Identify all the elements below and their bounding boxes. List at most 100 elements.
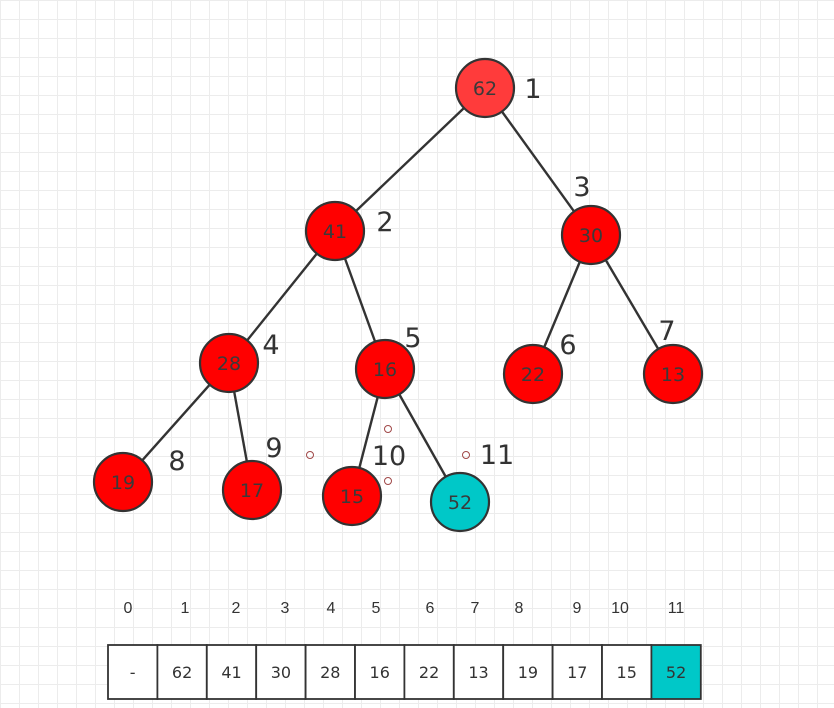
- node-value: 19: [111, 472, 135, 494]
- array-cell-4: 28: [304, 644, 356, 700]
- array-cell-2: 41: [205, 644, 258, 700]
- array-cell-9: 17: [551, 644, 603, 700]
- node-circle: [354, 338, 416, 400]
- node-circle: [321, 465, 383, 527]
- node-index-label: 1: [524, 74, 541, 105]
- array-index-label: 4: [327, 600, 336, 617]
- cell-box: [403, 644, 455, 700]
- node-index-label: 11: [480, 440, 514, 471]
- array-index-label: 8: [515, 600, 524, 617]
- node-circle: [502, 343, 564, 405]
- array-index-label: 10: [611, 600, 629, 617]
- heap-node-6[interactable]: 22 6: [502, 330, 577, 405]
- tree-edge-4-8: [141, 383, 211, 462]
- node-index-label: 4: [262, 330, 279, 361]
- node-index-label: 8: [168, 446, 185, 477]
- node-value: 41: [323, 221, 347, 243]
- array-index-label: 0: [124, 600, 133, 617]
- node-circle: [560, 204, 622, 266]
- heap-node-11[interactable]: 52 11: [429, 440, 514, 533]
- cell-value: -: [130, 663, 136, 682]
- array-index-label: 1: [181, 600, 190, 617]
- array-cell-0: -: [107, 644, 159, 700]
- array-cell-5: 16: [354, 644, 406, 700]
- array-cell-11: 52: [650, 644, 702, 700]
- cell-value: 62: [172, 663, 192, 682]
- node-index-label: 2: [376, 207, 393, 238]
- array-index-label: 9: [573, 600, 582, 617]
- cell-box: [452, 644, 505, 700]
- array-cell-8: 19: [502, 644, 554, 700]
- cell-value: 28: [320, 663, 340, 682]
- heap-node-5[interactable]: 165: [354, 323, 422, 400]
- heap-node-2[interactable]: 41 2: [304, 200, 394, 262]
- tree-edge-3-7: [604, 259, 660, 350]
- tree-edges: [141, 107, 660, 478]
- node-value: 17: [240, 480, 264, 502]
- array-index-label: 11: [668, 600, 685, 617]
- cell-value: 13: [468, 663, 488, 682]
- node-value: 62: [473, 78, 497, 100]
- array-index-row: 0 1 2 3 4 5 6 7 8 9 10 11: [124, 600, 685, 617]
- tree-edge-5-10: [358, 396, 379, 469]
- node-value: 28: [217, 353, 241, 375]
- heap-node-8[interactable]: 19 8: [92, 446, 186, 513]
- cell-box: [304, 644, 356, 700]
- cell-box: [255, 644, 307, 700]
- node-circle: [642, 343, 704, 405]
- heap-node-7[interactable]: 137: [642, 316, 704, 405]
- cell-box: [551, 644, 603, 700]
- heap-node-1[interactable]: 62 1: [454, 57, 542, 119]
- selection-handle-3[interactable]: [384, 477, 392, 485]
- cell-box: [601, 644, 653, 700]
- heap-node-9[interactable]: 179: [221, 433, 283, 521]
- cell-box: [650, 644, 702, 700]
- node-value: 16: [373, 359, 397, 381]
- array-cell-3: 30: [255, 644, 307, 700]
- heap-node-3[interactable]: 30 3: [560, 172, 622, 266]
- array-index-label: 5: [372, 600, 381, 617]
- node-index-label: 6: [559, 330, 576, 361]
- array-cell-10: 15: [601, 644, 653, 700]
- cell-value: 17: [567, 663, 587, 682]
- node-circle: [304, 200, 366, 262]
- selection-handle-2[interactable]: [384, 425, 392, 433]
- array-cell-1: 62: [156, 644, 208, 700]
- tree-edge-5-11: [398, 393, 447, 478]
- cell-value: 52: [666, 663, 686, 682]
- node-value: 52: [448, 492, 472, 514]
- node-value: 13: [661, 364, 685, 386]
- cell-value: 19: [518, 663, 538, 682]
- cell-value: 30: [271, 663, 291, 682]
- node-index-label: 9: [265, 433, 282, 464]
- array-index-label: 2: [232, 600, 241, 617]
- cell-value: 15: [617, 663, 637, 682]
- tree-edge-1-3: [500, 110, 576, 213]
- node-circle: [92, 451, 154, 513]
- node-circle: [198, 332, 260, 394]
- cell-value: 16: [370, 663, 390, 682]
- cell-box: [502, 644, 554, 700]
- array-index-label: 6: [426, 600, 435, 617]
- array-index-label: 3: [281, 600, 290, 617]
- selection-handle-4[interactable]: [462, 451, 470, 459]
- node-index-label: 3: [573, 172, 590, 203]
- tree-edge-3-6: [543, 261, 581, 348]
- array-index-label: 7: [471, 600, 480, 617]
- node-value: 22: [521, 364, 545, 386]
- selection-handle-1[interactable]: [306, 451, 314, 459]
- node-value: 30: [579, 225, 603, 247]
- node-circle: [454, 57, 516, 119]
- cell-value: 22: [419, 663, 439, 682]
- heap-array: - 62 41 30 28 16 22 13 19 17 15 52: [107, 644, 702, 700]
- array-cell-7: 13: [452, 644, 505, 700]
- selection-handles: [306, 425, 470, 485]
- tree-edge-2-4: [246, 252, 318, 342]
- heap-node-4[interactable]: 28 4: [198, 330, 280, 394]
- cell-box: [354, 644, 406, 700]
- tree-edge-4-9: [232, 391, 249, 462]
- node-circle: [429, 471, 491, 533]
